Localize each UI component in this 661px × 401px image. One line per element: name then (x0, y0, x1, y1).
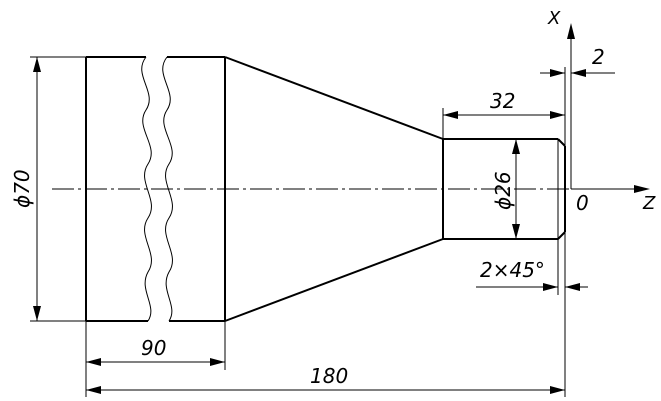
dimension-length-90: 90 (85, 321, 226, 370)
origin-label: 0 (576, 191, 589, 215)
dimension-diameter-70: ϕ70 (10, 56, 86, 322)
dimension-chamfer: 2×45° (476, 239, 588, 295)
dimension-length-32: 32 (442, 89, 566, 146)
length-180-label: 180 (310, 364, 348, 388)
offset-2-label: 2 (592, 45, 605, 69)
diameter-70-label: ϕ70 (10, 169, 34, 208)
x-axis-label: X (547, 8, 561, 29)
dimension-offset-2: 2 (540, 45, 615, 108)
dimension-diameter-26: ϕ26 (491, 139, 520, 239)
coordinate-axes: X Z 0 (547, 8, 656, 215)
length-32-label: 32 (490, 89, 515, 113)
chamfer-label: 2×45° (480, 258, 545, 282)
dimension-length-180: 180 (85, 232, 566, 397)
break-line-right (162, 56, 173, 322)
length-90-label: 90 (141, 336, 166, 360)
cone-section (224, 56, 444, 322)
z-axis-label: Z (642, 193, 656, 214)
diameter-26-label: ϕ26 (491, 171, 515, 210)
break-line-left (141, 56, 152, 322)
